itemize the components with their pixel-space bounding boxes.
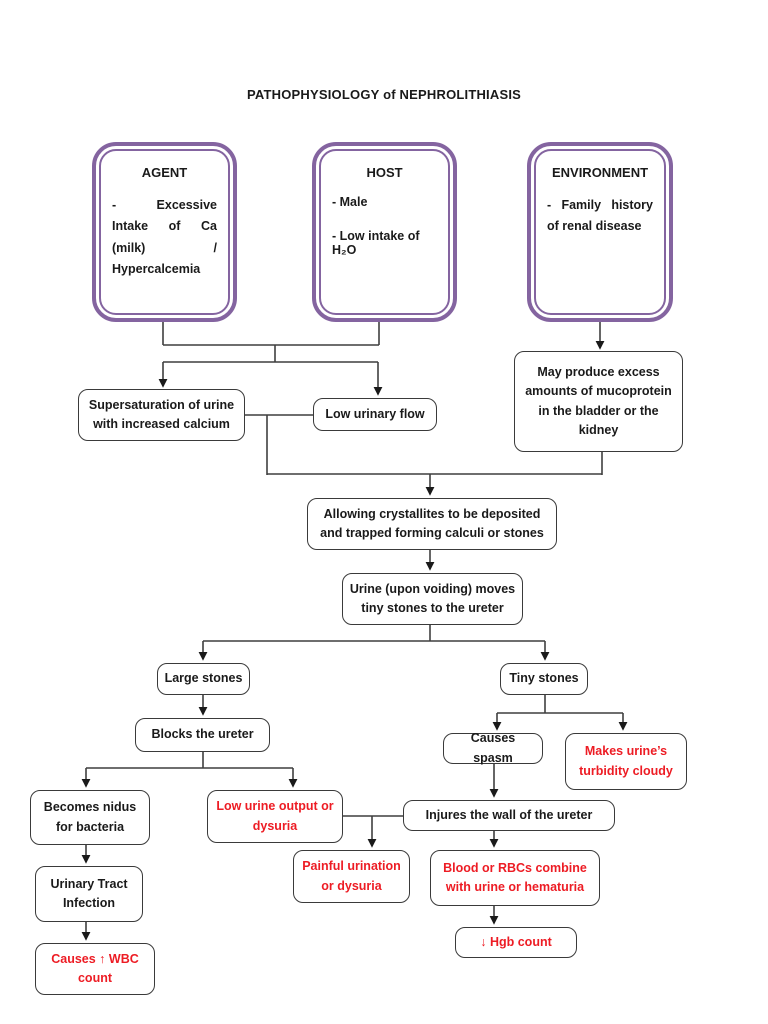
node-painful-urination: Painful urination or dysuria bbox=[293, 850, 410, 903]
category-box-host-inner: HOST - Male - Low intake of H₂O bbox=[319, 149, 450, 315]
category-box-environment: ENVIRONMENT - Family history of renal di… bbox=[527, 142, 673, 322]
host-heading: HOST bbox=[366, 165, 403, 180]
page-title: PATHOPHYSIOLOGY of NEPHROLITHIASIS bbox=[246, 87, 522, 102]
node-crystallites: Allowing crystallites to be deposited an… bbox=[307, 498, 557, 550]
node-blocks-ureter: Blocks the ureter bbox=[135, 718, 270, 752]
node-turbidity-cloudy: Makes urine’s turbidity cloudy bbox=[565, 733, 687, 790]
category-box-agent-inner: AGENT - Excessive Intake of Ca (milk) / … bbox=[99, 149, 230, 315]
node-low-urinary-flow: Low urinary flow bbox=[313, 398, 437, 431]
category-box-environment-inner: ENVIRONMENT - Family history of renal di… bbox=[534, 149, 666, 315]
agent-heading: AGENT bbox=[141, 165, 188, 180]
node-mucoprotein: May produce excess amounts of mucoprotei… bbox=[514, 351, 683, 452]
node-hematuria: Blood or RBCs combine with urine or hema… bbox=[430, 850, 600, 906]
node-becomes-nidus: Becomes nidus for bacteria bbox=[30, 790, 150, 845]
category-box-agent: AGENT - Excessive Intake of Ca (milk) / … bbox=[92, 142, 237, 322]
node-low-urine-output: Low urine output or dysuria bbox=[207, 790, 343, 843]
agent-body: - Excessive Intake of Ca (milk) / Hyperc… bbox=[112, 198, 217, 276]
node-large-stones: Large stones bbox=[157, 663, 250, 695]
node-hgb-count: ↓ Hgb count bbox=[455, 927, 577, 958]
node-causes-spasm: Causes spasm bbox=[443, 731, 543, 765]
host-item-male: - Male bbox=[332, 195, 368, 209]
node-injures-wall: Injures the wall of the ureter bbox=[403, 800, 615, 831]
node-urine-moves: Urine (upon voiding) moves tiny stones t… bbox=[342, 573, 523, 625]
host-item-low-water: - Low intake of H₂O bbox=[332, 229, 420, 257]
category-box-host: HOST - Male - Low intake of H₂O bbox=[312, 142, 457, 322]
environment-body: - Family history of renal disease bbox=[547, 198, 653, 234]
environment-heading: ENVIRONMENT bbox=[551, 165, 649, 180]
node-supersaturation: Supersaturation of urine with increased … bbox=[78, 389, 245, 441]
node-tiny-stones: Tiny stones bbox=[500, 663, 588, 695]
node-wbc-count: Causes ↑ WBC count bbox=[35, 943, 155, 995]
node-urinary-tract-infection: Urinary Tract Infection bbox=[35, 866, 143, 922]
